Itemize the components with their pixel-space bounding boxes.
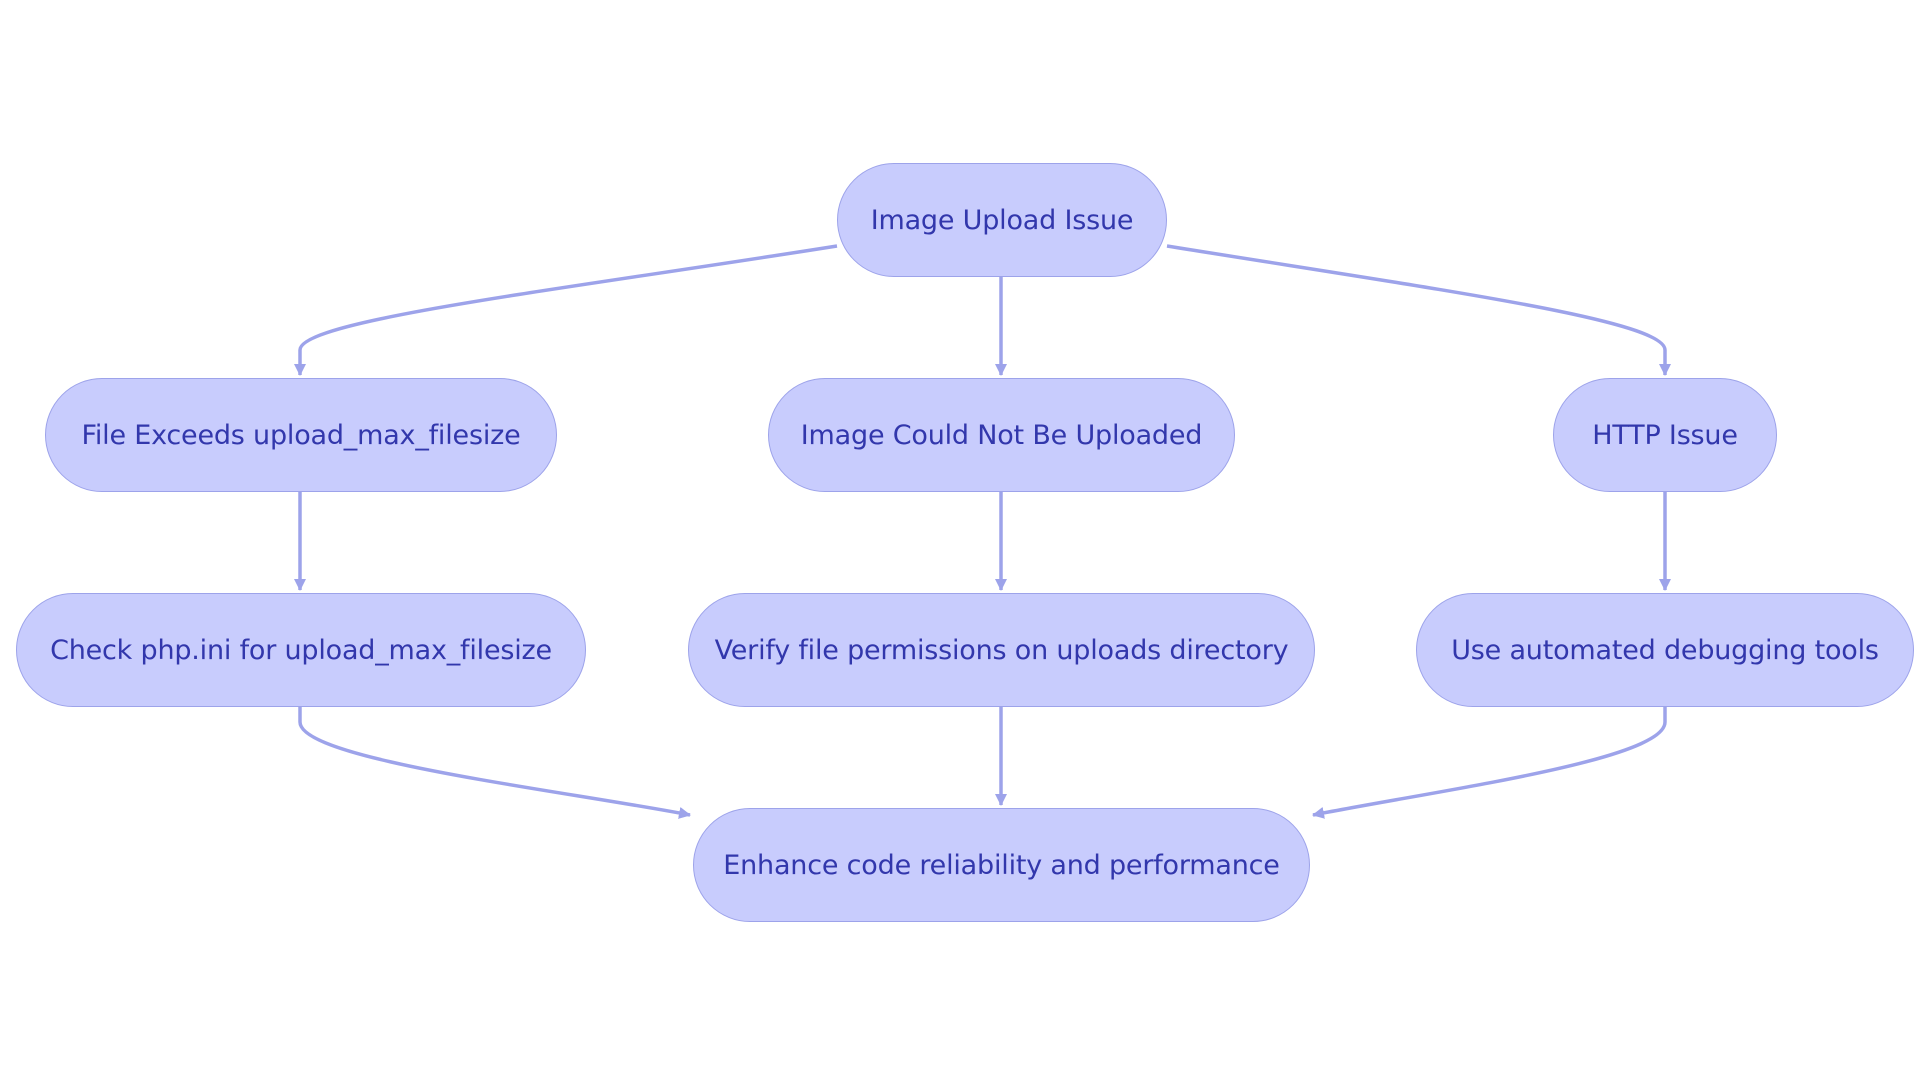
node-label: Image Upload Issue: [870, 204, 1134, 236]
edge-root-to-http-issue: [1166, 244, 1671, 376]
node-http-issue: HTTP Issue: [1553, 378, 1777, 492]
node-label: Check php.ini for upload_max_filesize: [50, 634, 552, 666]
node-image-upload-issue: Image Upload Issue: [837, 163, 1167, 277]
node-enhance-code-reliability: Enhance code reliability and performance: [693, 808, 1310, 922]
edge-debug-tools-to-enhance: [1312, 707, 1667, 819]
node-label: File Exceeds upload_max_filesize: [81, 419, 521, 451]
edge-check-phpini-to-enhance: [298, 707, 691, 819]
node-verify-file-permissions: Verify file permissions on uploads direc…: [688, 593, 1315, 707]
node-label: Verify file permissions on uploads direc…: [714, 634, 1289, 666]
node-image-could-not-be-uploaded: Image Could Not Be Uploaded: [768, 378, 1235, 492]
node-label: Image Could Not Be Uploaded: [800, 419, 1203, 451]
node-label: Enhance code reliability and performance: [723, 849, 1280, 881]
node-file-exceeds-upload-max-filesize: File Exceeds upload_max_filesize: [45, 378, 557, 492]
node-label: Use automated debugging tools: [1451, 634, 1879, 666]
node-check-phpini: Check php.ini for upload_max_filesize: [16, 593, 586, 707]
node-use-automated-debugging-tools: Use automated debugging tools: [1416, 593, 1914, 707]
edge-root-to-file-exceeds: [294, 244, 838, 376]
node-label: HTTP Issue: [1592, 419, 1738, 451]
